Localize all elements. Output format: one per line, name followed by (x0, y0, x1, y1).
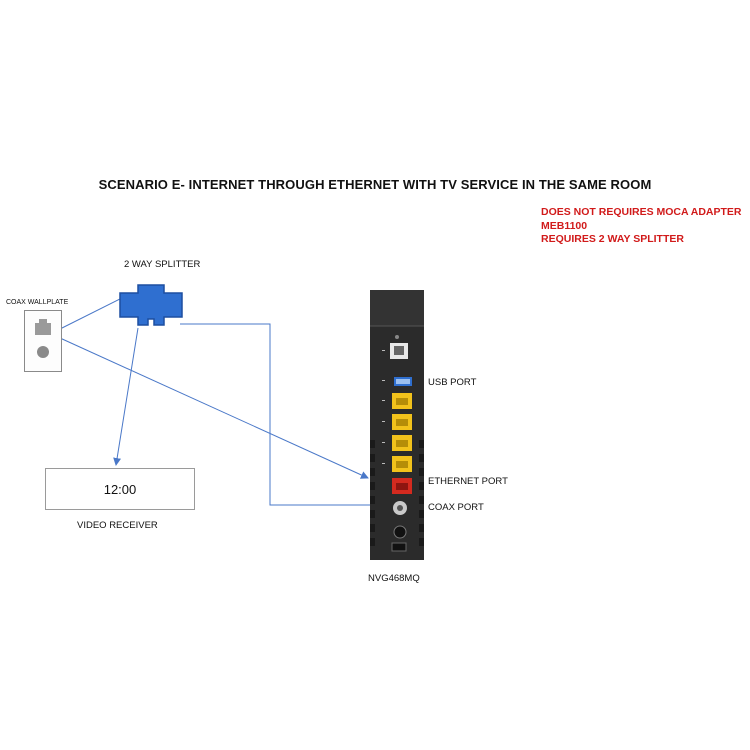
wallplate-label: COAX WALLPLATE (6, 299, 69, 306)
splitter-label: 2 WAY SPLITTER (124, 259, 201, 270)
receiver-label: VIDEO RECEIVER (77, 520, 158, 531)
diagram-title: SCENARIO E- INTERNET THROUGH ETHERNET WI… (98, 177, 652, 192)
receiver-display: 12:00 (103, 481, 137, 497)
requirements-note: DOES NOT REQUIRES MOCA ADAPTER MEB1100 R… (541, 206, 741, 247)
note-line-3: REQUIRES 2 WAY SPLITTER (541, 233, 684, 245)
wallplate-to-router-line (59, 337, 369, 479)
router-model-label: NVG468MQ (368, 573, 420, 584)
usb-port-label: USB PORT (428, 377, 477, 388)
wallplate-to-splitter-line (57, 294, 129, 331)
splitter-to-coax-line (180, 323, 384, 509)
ethernet-port-label: ETHERNET PORT (428, 476, 508, 487)
wallplate-icon (24, 310, 62, 372)
note-line-1: DOES NOT REQUIRES MOCA ADAPTER (541, 206, 742, 218)
note-line-2: MEB1100 (541, 219, 588, 232)
splitter-icon (118, 283, 184, 327)
splitter-to-receiver-line (113, 327, 139, 466)
router-icon (370, 290, 424, 560)
coax-port-label: COAX PORT (428, 502, 484, 513)
video-receiver-box: 12:00 (45, 468, 195, 510)
